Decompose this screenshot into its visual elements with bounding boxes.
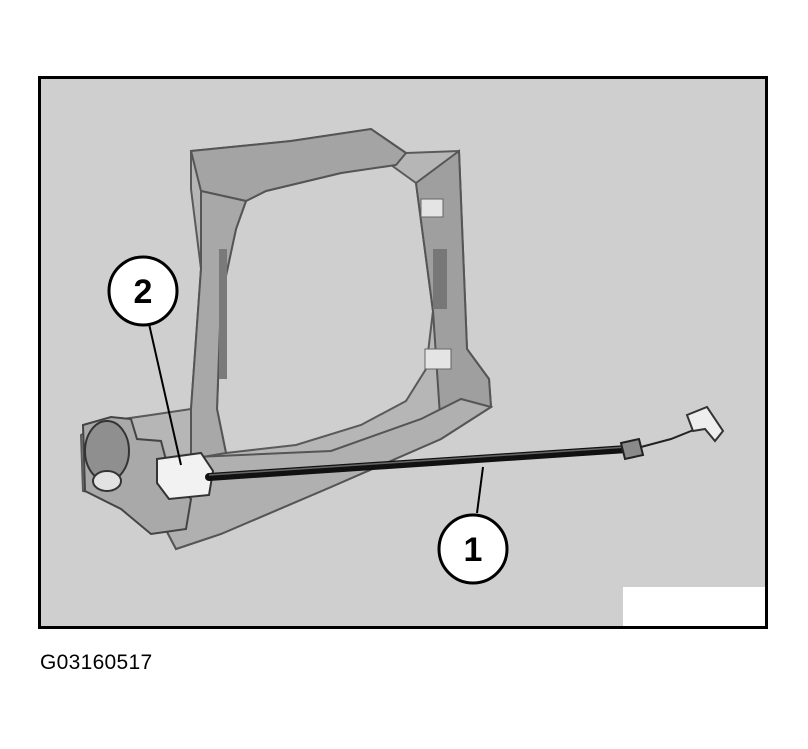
callout-1-label: 1: [464, 531, 483, 569]
cable-ferrule: [619, 437, 645, 461]
bottom-plate: [149, 397, 494, 551]
cable-end-fitting: [685, 405, 725, 443]
callout-2: 2: [107, 255, 179, 327]
cable-wire: [640, 428, 697, 448]
figure-caption: G03160517: [40, 651, 153, 674]
diagram-frame: 2 1: [38, 76, 768, 629]
cable-clip: [156, 451, 215, 501]
callout-1-leader: [476, 466, 484, 514]
corner-label-box: [623, 587, 765, 626]
right-rail: [414, 149, 493, 433]
top-arm: [189, 127, 408, 203]
cable-sheath: [205, 445, 631, 481]
part-illustration: 2 1: [79, 127, 725, 585]
right-rail-slot: [433, 249, 447, 309]
right-rail-tab: [424, 348, 452, 370]
callout-2-label: 2: [134, 273, 153, 311]
left-rail: [190, 189, 248, 461]
left-rail-slot: [219, 249, 227, 379]
lock-cylinder-end: [92, 470, 122, 492]
cable-sheath-highlight: [208, 446, 628, 476]
callout-1: 1: [437, 513, 509, 585]
callout-2-leader: [146, 314, 182, 466]
right-rail-tab: [420, 198, 444, 218]
